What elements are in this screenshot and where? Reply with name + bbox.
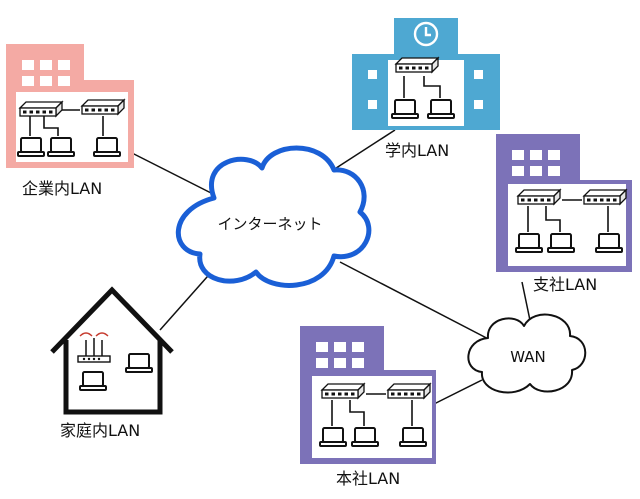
branch-lan-label: 支社LAN	[533, 275, 597, 294]
laptop-icon	[391, 99, 419, 119]
link-corporate-internet	[129, 151, 216, 196]
wan-label: WAN	[510, 348, 546, 366]
connection-lines	[129, 129, 533, 406]
laptop-icon	[427, 99, 455, 119]
laptop-icon	[17, 137, 45, 157]
branch-lan-building-icon	[496, 134, 632, 272]
laptop-icon	[79, 371, 107, 391]
switch-icon	[395, 57, 439, 73]
laptop-icon	[125, 353, 153, 373]
switch-icon	[19, 101, 63, 117]
wan-cloud-icon: WAN	[467, 313, 587, 394]
clock-icon	[413, 21, 439, 47]
switch-icon	[517, 189, 561, 205]
laptop-icon	[547, 233, 575, 253]
laptop-icon	[319, 427, 347, 447]
link-school-internet	[329, 129, 396, 173]
internet-label: インターネット	[217, 215, 322, 233]
link-internet-wan	[339, 261, 501, 346]
laptop-icon	[93, 137, 121, 157]
laptop-icon	[47, 137, 75, 157]
head-office-lan-building-icon	[300, 326, 436, 464]
switch-icon	[583, 189, 627, 205]
laptop-icon	[351, 427, 379, 447]
internet-cloud-icon: インターネット	[175, 145, 372, 288]
school-lan-building-icon	[352, 18, 500, 130]
laptop-icon	[399, 427, 427, 447]
house-icon	[50, 286, 174, 415]
link-home-internet	[159, 267, 216, 331]
laptop-icon	[515, 233, 543, 253]
corporate-lan-building-icon	[6, 44, 134, 168]
link-headoffice-wan	[431, 379, 483, 406]
corporate-lan-label: 企業内LAN	[22, 179, 102, 198]
laptop-icon	[595, 233, 623, 253]
school-lan-label: 学内LAN	[385, 141, 449, 160]
switch-icon	[81, 99, 125, 115]
switch-icon	[387, 383, 431, 399]
head-office-lan-label: 本社LAN	[336, 469, 400, 488]
switch-icon	[321, 383, 365, 399]
router-icon	[77, 332, 111, 363]
home-lan-label: 家庭内LAN	[60, 421, 140, 440]
